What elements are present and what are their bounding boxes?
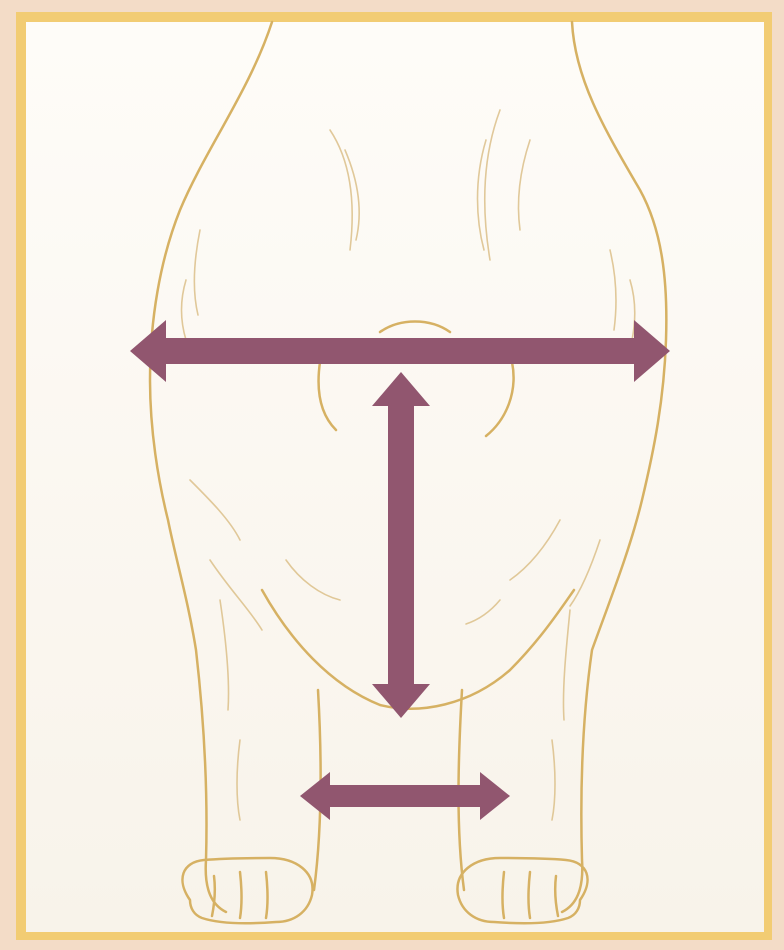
- diagram-canvas: [0, 0, 784, 950]
- measurement-diagram: [0, 0, 784, 950]
